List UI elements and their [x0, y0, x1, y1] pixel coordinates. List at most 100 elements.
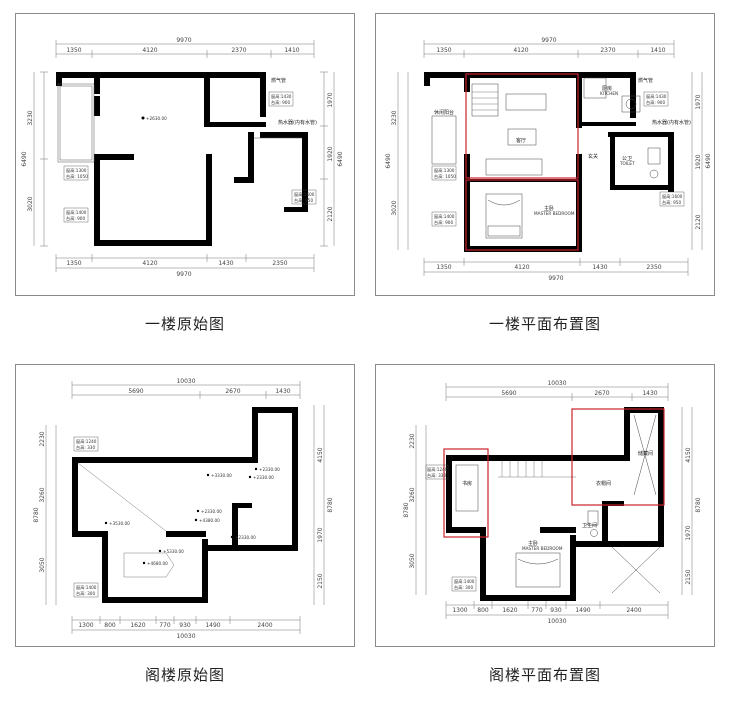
highlight-bedroom-area	[465, 179, 579, 251]
master-bedroom-label: 主卧	[544, 205, 554, 212]
dim-bottom: 2400	[257, 622, 272, 629]
svg-text:台高: 950: 台高: 950	[662, 199, 681, 206]
window-tag: 窗高:1600 台高: 950	[659, 191, 685, 207]
svg-text:+2330.00: +2330.00	[253, 475, 274, 480]
master-bedroom-en-label: MASTER BEDROOM	[534, 211, 575, 216]
dim-left: 3050	[39, 557, 46, 572]
dim-bottom: 930	[550, 607, 562, 614]
dim-left: 2230	[39, 431, 46, 446]
dim-bottom: 1620	[130, 622, 145, 629]
dim-right: 2150	[685, 569, 692, 584]
svg-text:窗高:1430: 窗高:1430	[646, 93, 667, 100]
dim-left: 3050	[409, 553, 416, 568]
highlight-closet-area	[571, 408, 665, 506]
dim-top-total: 10030	[547, 380, 566, 387]
dim-left: 3260	[409, 487, 416, 502]
svg-text:台高: 900: 台高: 900	[66, 215, 85, 222]
svg-text:+2330.00: +2330.00	[235, 535, 256, 540]
water-heater-label: 热水器(内有水管)	[278, 119, 317, 126]
walls	[424, 72, 674, 252]
stairs	[498, 461, 576, 478]
svg-text:台高: 900: 台高: 900	[434, 219, 453, 226]
floor1-original-drawing: 9970 1350 4120 2370 1410 1350 4120 1430 …	[21, 37, 344, 278]
dim-right-total: 8780	[327, 497, 334, 512]
toilet-label: 卫生间	[582, 522, 597, 529]
dim-bottom-total: 9970	[176, 271, 191, 278]
dim-top: 2370	[231, 47, 246, 54]
dim-right: 1970	[317, 527, 324, 542]
svg-text:窗高:1600: 窗高:1600	[662, 193, 683, 200]
dim-left: 3260	[39, 487, 46, 502]
dim-top: 2670	[594, 390, 609, 397]
svg-text:窗高:1400: 窗高:1400	[76, 584, 97, 591]
study-label: 书房	[462, 480, 472, 487]
kitchen-label: 厨房	[602, 85, 612, 92]
svg-text:台高: 900: 台高: 900	[271, 99, 290, 106]
gas-pipe-label: 燃气管	[271, 77, 286, 84]
svg-text:+5330.00: +5330.00	[163, 549, 184, 554]
dim-right: 2120	[327, 206, 334, 221]
dim-left: 3230	[27, 110, 34, 125]
svg-text:台高: 1050: 台高: 1050	[434, 173, 456, 180]
dim-right: 1920	[327, 146, 334, 161]
walls	[446, 407, 664, 601]
dim-top: 4120	[142, 47, 157, 54]
dim-right-total: 8780	[695, 497, 702, 512]
caption-floor1-original: 一楼原始图	[144, 315, 225, 333]
dim-bottom: 2350	[272, 260, 287, 267]
dim-right: 4150	[317, 447, 324, 462]
dim-right-total: 6490	[337, 151, 344, 166]
svg-text:台高: 950: 台高: 950	[294, 197, 313, 204]
dim-bottom: 1490	[205, 622, 220, 629]
dim-top: 1430	[642, 390, 657, 397]
svg-text:窗高:1600: 窗高:1600	[294, 191, 315, 198]
dim-bottom: 1350	[66, 260, 81, 267]
dim-bottom-total: 10030	[176, 633, 195, 640]
leisure-balcony-label: 休闲阳台	[434, 109, 454, 116]
svg-text:窗高:1240: 窗高:1240	[427, 466, 448, 473]
dim-top-total: 9970	[176, 37, 191, 44]
dim-top: 2370	[600, 47, 615, 54]
floor1-original-plan: 9970 1350 4120 2370 1410 1350 4120 1430 …	[15, 13, 355, 296]
dim-bottom: 770	[159, 622, 171, 629]
dim-right-total: 6490	[705, 153, 712, 168]
dim-right: 4150	[685, 447, 692, 462]
walls	[56, 72, 308, 246]
svg-text:台高: 330: 台高: 330	[427, 472, 446, 479]
stairs	[472, 91, 498, 111]
caption-attic-layout: 阁楼平面布置图	[488, 666, 601, 684]
svg-text:+4380.00: +4380.00	[199, 518, 220, 523]
attic-original-plan: 10030 5690 2670 1430 1300 800 1620 770 9…	[15, 364, 355, 647]
elevation-marks: +3530.00 +3330.00 +2330.00 +2330.00 +233…	[104, 467, 280, 566]
dim-top: 1350	[436, 47, 451, 54]
dim-bottom-total: 10030	[547, 618, 566, 625]
kitchen-en-label: KITCHEN	[600, 91, 618, 96]
svg-text:窗高:1400: 窗高:1400	[454, 578, 475, 585]
master-bedroom-label: 主卧	[528, 540, 538, 547]
dim-left: 3020	[27, 196, 34, 211]
dim-left-total: 8780	[33, 507, 40, 522]
caption-floor1-layout: 一楼平面布置图	[488, 315, 601, 333]
svg-text:+3330.00: +3330.00	[211, 473, 232, 478]
dim-bottom: 930	[179, 622, 191, 629]
dim-top: 1350	[66, 47, 81, 54]
furniture	[455, 414, 661, 594]
closet-label: 衣帽间	[596, 480, 611, 487]
svg-text:台高: 1050: 台高: 1050	[66, 173, 88, 180]
dim-bottom: 1430	[592, 264, 607, 271]
dim-right: 1970	[685, 525, 692, 540]
svg-text:+3530.00: +3530.00	[109, 521, 130, 526]
dim-top: 1430	[275, 388, 290, 395]
entry-label: 玄关	[588, 153, 598, 160]
floor1-layout-plan: 9970 1350 4120 2370 1410 1350 4120 1430 …	[375, 13, 715, 296]
dim-left-total: 8780	[403, 502, 410, 517]
svg-text:台高: 300: 台高: 300	[454, 584, 473, 591]
dim-top: 5690	[128, 388, 143, 395]
dim-top-total: 9970	[541, 37, 556, 44]
svg-text:+2330.00: +2330.00	[201, 509, 222, 514]
living-room-label: 客厅	[516, 137, 526, 144]
dim-right: 1970	[327, 92, 334, 107]
svg-text:窗高:1300: 窗高:1300	[434, 167, 455, 174]
dim-bottom: 800	[477, 607, 489, 614]
dim-bottom-total: 9970	[548, 275, 563, 282]
